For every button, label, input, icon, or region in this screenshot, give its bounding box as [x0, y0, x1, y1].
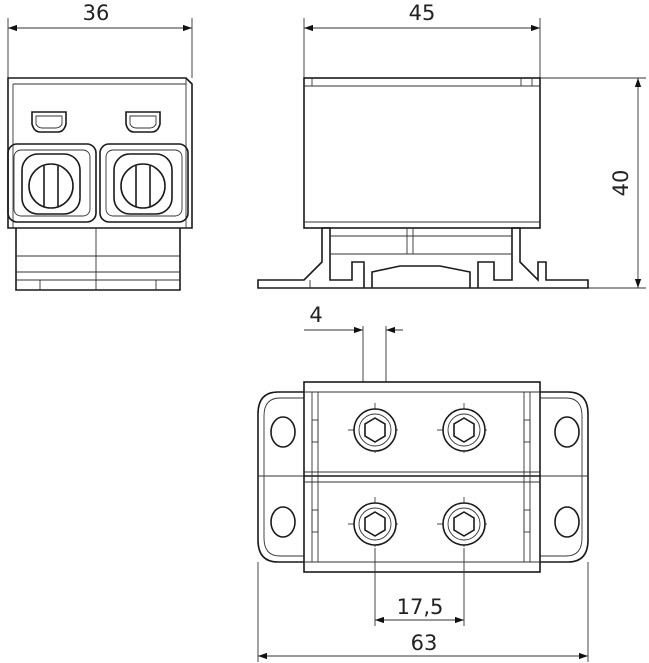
- dimension-bolt-spacing: 17,5: [374, 548, 465, 626]
- dim-label-4: 4: [309, 303, 322, 327]
- dim-label-17-5: 17,5: [397, 595, 444, 619]
- dimension-front-width: 36: [7, 1, 193, 78]
- front-view: 36: [7, 1, 193, 291]
- side-view: 45 40: [257, 1, 646, 289]
- screw-bottom-left: [348, 497, 402, 551]
- dimension-base-width: 63: [257, 562, 589, 662]
- screw-top-right: [437, 403, 491, 457]
- dimension-side-height: 40: [540, 77, 646, 289]
- mounting-flange-right: [540, 391, 589, 563]
- screw-top-left: [348, 403, 402, 457]
- release-slot-left: [31, 111, 67, 133]
- screw-bottom-right: [437, 497, 491, 551]
- dim-label-36: 36: [83, 1, 110, 25]
- dimension-side-width: 45: [303, 1, 541, 78]
- release-slot-right: [125, 111, 161, 133]
- terminal-opening-left: [7, 143, 97, 223]
- dim-label-63: 63: [411, 631, 438, 655]
- mounting-flange-left: [257, 391, 304, 563]
- dim-label-40: 40: [609, 170, 633, 197]
- terminal-opening-right: [99, 143, 189, 223]
- top-view: 4: [257, 303, 589, 662]
- dim-label-45: 45: [409, 1, 436, 25]
